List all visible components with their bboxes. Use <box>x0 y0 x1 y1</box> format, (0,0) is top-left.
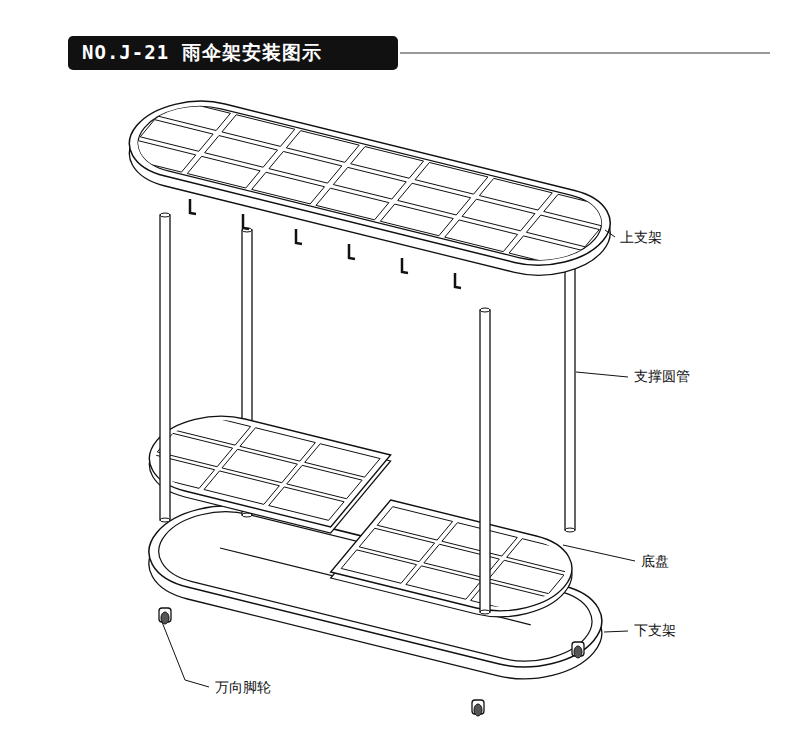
grid-cell <box>509 236 582 268</box>
umbrella-hook <box>349 244 355 259</box>
grid <box>139 412 380 521</box>
leader-line <box>604 631 628 632</box>
grid-cell <box>445 220 518 252</box>
grid-cell <box>341 550 416 583</box>
grid-cell <box>380 204 453 236</box>
tube-body <box>160 215 170 520</box>
wheel-tire <box>474 704 482 716</box>
grid-cell <box>269 487 344 520</box>
part-label: 支撑圆管 <box>633 368 691 385</box>
leader-line <box>605 230 615 237</box>
caster-wheel <box>572 642 584 658</box>
tube-end <box>565 528 575 532</box>
leader-line <box>576 372 628 377</box>
umbrella-hook <box>296 229 302 244</box>
lower-frame-inner <box>138 501 613 672</box>
leader-line <box>563 545 635 561</box>
grid-cell <box>187 156 260 188</box>
grid-cell <box>252 172 325 204</box>
title-banner: NO.J-21 雨伞架安装图示 <box>68 36 398 70</box>
grid-cell <box>406 566 481 599</box>
tube-end <box>480 610 490 614</box>
part-label: 万向脚轮 <box>214 679 272 696</box>
grid-cell <box>123 140 196 172</box>
grid <box>341 507 582 616</box>
tube-end <box>160 213 170 217</box>
upper-frame-outer <box>107 90 633 277</box>
umbrella-hook <box>243 214 249 229</box>
upper-frame-inner <box>119 96 622 270</box>
tube-body <box>565 262 575 530</box>
umbrella-hook <box>190 199 196 214</box>
tube-end <box>480 308 490 312</box>
umbrella-hook <box>455 273 461 288</box>
support-tube <box>160 213 170 522</box>
base-plate-outline <box>331 500 595 622</box>
grid <box>123 99 617 268</box>
support-tube <box>480 308 490 614</box>
part-label: 上支架 <box>619 229 663 246</box>
tube-body <box>480 310 490 612</box>
grid-cell <box>139 455 214 488</box>
upper-frame <box>107 90 633 277</box>
caster-wheel <box>472 700 484 716</box>
support-tube <box>565 260 575 532</box>
banner-rule <box>400 52 770 54</box>
lower-frame <box>124 493 626 679</box>
tube-end <box>160 518 170 522</box>
wheel-tire <box>574 646 582 658</box>
leader-line <box>162 622 209 687</box>
part-label: 下支架 <box>633 622 677 639</box>
grid-cell <box>316 188 389 220</box>
lower-frame-outer <box>124 493 626 679</box>
caster-wheel <box>159 608 171 624</box>
part-label: 底盘 <box>640 553 670 570</box>
grid-cell <box>204 471 279 504</box>
umbrella-hook <box>402 258 408 273</box>
base-plate-right <box>331 500 595 622</box>
